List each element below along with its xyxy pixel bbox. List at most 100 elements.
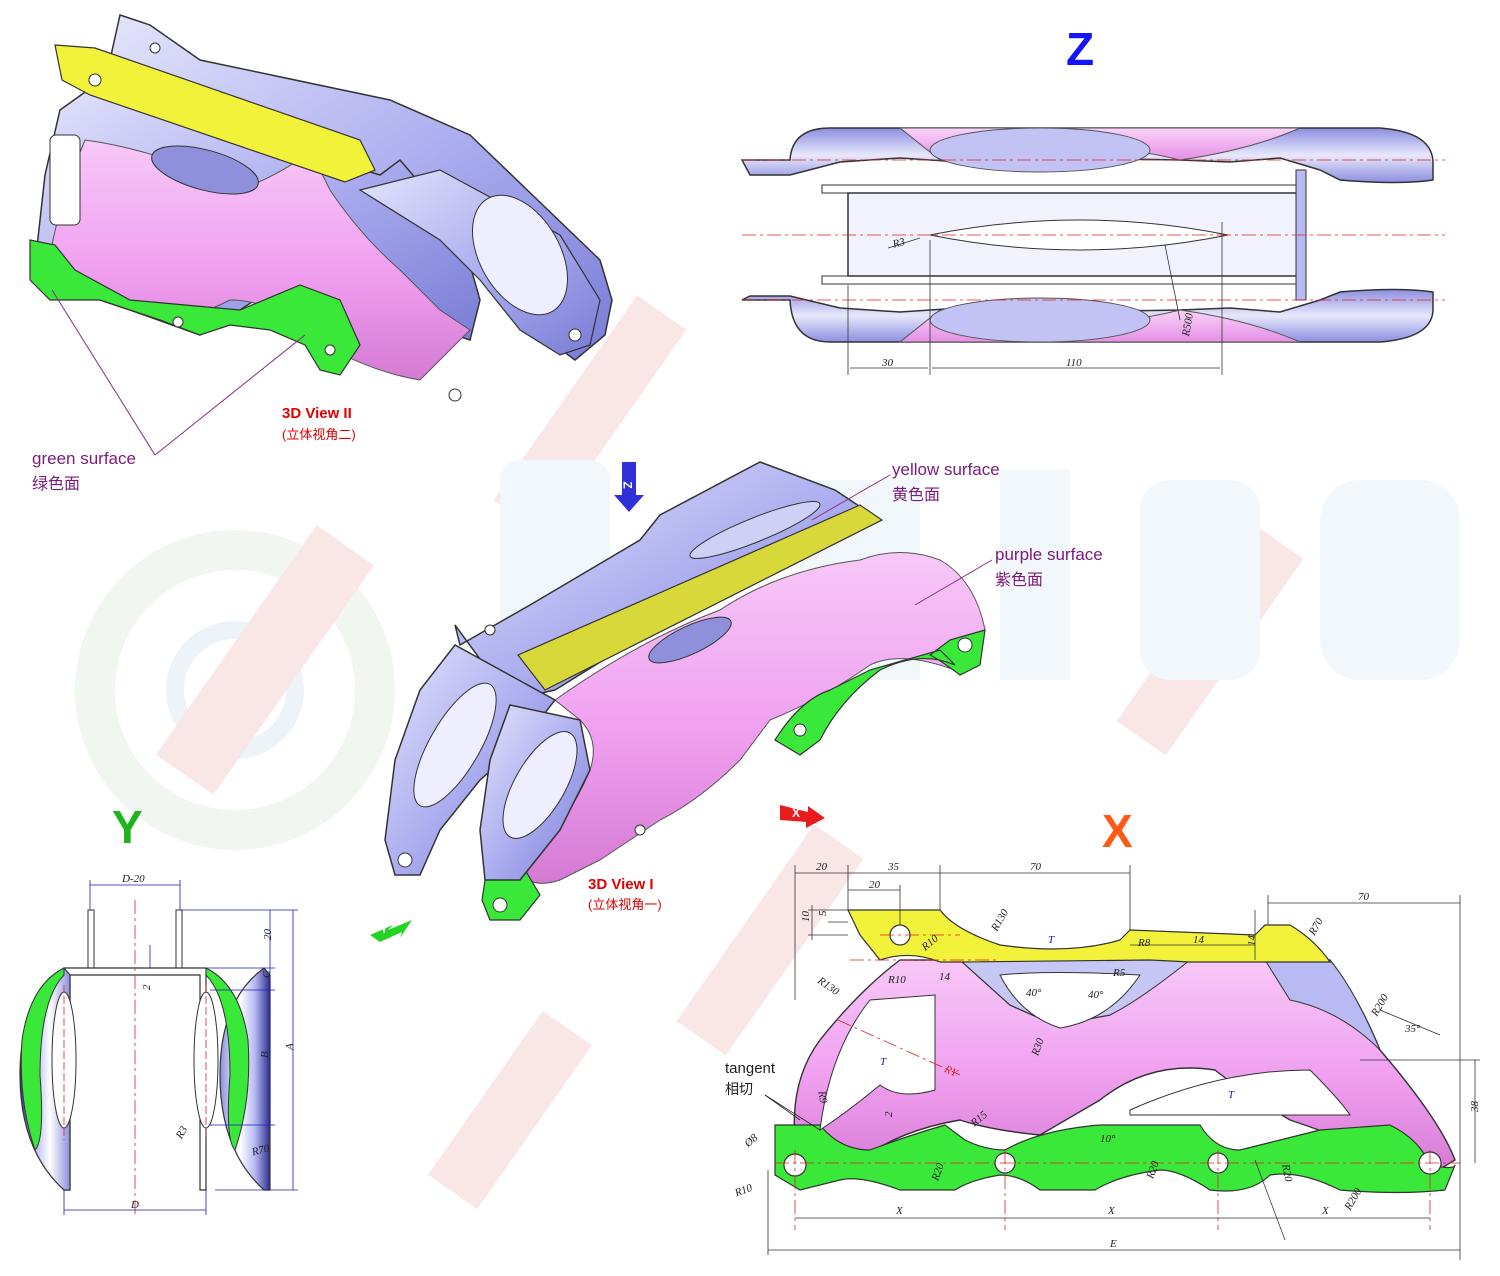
v1-hole-2: [492, 897, 508, 913]
z-dim-r3: R3: [890, 236, 906, 251]
yellow-surface-label-zh: 黄色面: [892, 487, 941, 504]
z-upper-cutout: [929, 127, 1151, 173]
triad-z-arrow-icon: [614, 462, 644, 512]
x-dim-r130a: R130: [989, 907, 1012, 934]
x-dim-14b: 14: [1246, 935, 1258, 947]
y-left-tab: [87, 909, 95, 969]
y-dim-r70: R70: [250, 1142, 272, 1159]
y-dim-bottom: D: [130, 1199, 139, 1211]
3d-view-ii-drawing: [29, 14, 613, 456]
x-view-title: X: [1102, 805, 1133, 857]
triad-z-label: Z: [620, 481, 635, 489]
triad-y-arrow-icon: [370, 920, 412, 942]
x-dim-t3: 2: [883, 1111, 895, 1117]
x-dim-x2: X: [1107, 1205, 1116, 1217]
y-dim-c: C: [261, 970, 273, 978]
v2-window: [49, 134, 81, 226]
x-dim-r5: R5: [1112, 967, 1126, 979]
x-dim-r70: R70: [1306, 916, 1326, 939]
y-dim-r3: R3: [173, 1124, 190, 1142]
purple-surface-label-zh: 紫色面: [995, 572, 1044, 589]
v2-cutout-2: [472, 194, 568, 316]
x-dim-r130b: R130: [814, 974, 841, 998]
x-dim-35deg: 35°: [1404, 1023, 1421, 1035]
v2-hole-5: [448, 388, 462, 402]
y-dim-2: 2: [141, 984, 153, 990]
y-right-tab: [175, 909, 183, 969]
x-dim-38: 38: [1469, 1101, 1481, 1114]
x-centerlines: [775, 934, 1460, 1230]
x-dim-14a: 14: [1193, 934, 1205, 946]
tangent-label-zh: 相切: [725, 1081, 753, 1097]
v2-leader-1: [51, 289, 156, 456]
x-dim-t1: T: [1048, 934, 1055, 946]
x-dim-phi8: Ø8: [742, 1132, 761, 1151]
v1-hole-6: [484, 624, 496, 636]
y-dim-b: B: [259, 1051, 271, 1058]
x-dim-10: 10: [800, 911, 812, 923]
x-dim-top-70: 70: [1030, 861, 1042, 873]
triad-y-label: Y: [380, 922, 389, 936]
tangent-leader-2: [764, 1094, 821, 1131]
x-dim-r20c: R20: [1279, 1162, 1294, 1183]
x-dim-r10b: R10: [887, 974, 906, 986]
v2-green-surface: [29, 239, 361, 376]
view1-title: 3D View I: [588, 876, 654, 893]
v2-hole-1: [88, 73, 102, 87]
x-green-surface: [774, 1124, 1456, 1194]
z-lower-cutout: [929, 297, 1151, 343]
x-dim-t4: T: [1228, 1089, 1235, 1101]
y-view-drawing: D-20 D 20 C B A 2 R3 R70: [19, 873, 298, 1215]
z-top-plate: [821, 184, 1301, 194]
v1-leader-yellow: [811, 474, 891, 521]
v1-yellow-surface: [517, 504, 884, 691]
x-dim-e: E: [1109, 1238, 1117, 1250]
x-dim-40b: 40°: [1088, 989, 1104, 1001]
purple-surface-label: purple surface: [995, 545, 1103, 564]
y-view-title: Y: [112, 801, 143, 853]
green-surface-label-zh: 绿色面: [32, 476, 81, 493]
view2-subtitle: (立体视角二): [282, 427, 356, 442]
view2-title: 3D View II: [282, 405, 352, 422]
v2-hole-3: [324, 344, 336, 356]
y-dimensions: [63, 880, 298, 1215]
z-dimensions: [847, 222, 1223, 375]
yellow-surface-label: yellow surface: [892, 460, 1000, 479]
z-view-drawing: 30 110 R3 R500: [740, 127, 1445, 375]
x-dim-right-70: 70: [1358, 891, 1370, 903]
v2-yellow-surface: [54, 44, 376, 183]
v1-cutout-3: [648, 616, 732, 664]
x-dim-10deg: 10°: [1100, 1133, 1116, 1145]
x-dim-r10c: R10: [732, 1182, 754, 1200]
x-dim-t2: T: [880, 1056, 887, 1068]
3d-view-i-drawing: [370, 461, 993, 942]
x-dim-x1: X: [895, 1205, 904, 1217]
x-dim-5: 5: [817, 910, 829, 916]
x-dim-x3: X: [1321, 1205, 1330, 1217]
v1-hole-3: [957, 637, 973, 653]
view1-subtitle: (立体视角一): [588, 897, 662, 912]
x-dim-r200a: R200: [1369, 992, 1392, 1019]
x-dim-top2-20: 20: [869, 879, 881, 891]
x-dim-top-35: 35: [887, 861, 900, 873]
green-surface-label: green surface: [32, 449, 136, 468]
z-dim-110: 110: [1066, 357, 1082, 369]
z-dim-30: 30: [881, 357, 894, 369]
triad-x-label: X: [792, 806, 801, 820]
tangent-label: tangent: [725, 1060, 776, 1077]
x-dim-top-20: 20: [816, 861, 828, 873]
y-dim-top: D-20: [121, 873, 145, 885]
v1-cutout-2: [502, 731, 578, 839]
x-dim-40a: 40°: [1026, 987, 1042, 999]
x-dimensions: [767, 865, 1480, 1260]
v2-hole-4: [568, 328, 582, 342]
x-view-drawing: 20 35 70 20 70 10 5 R130 R10 R8 14 14 R7…: [732, 861, 1481, 1260]
z-bottom-plate: [821, 275, 1301, 285]
x-dim-r8: R8: [1137, 937, 1151, 949]
x-right-cutout: [1129, 1069, 1351, 1116]
y-dim-a: A: [284, 1043, 296, 1051]
triad-x-arrow-icon: [780, 805, 825, 828]
v1-cutout-1: [413, 682, 497, 808]
v1-leader-purple: [914, 559, 993, 606]
